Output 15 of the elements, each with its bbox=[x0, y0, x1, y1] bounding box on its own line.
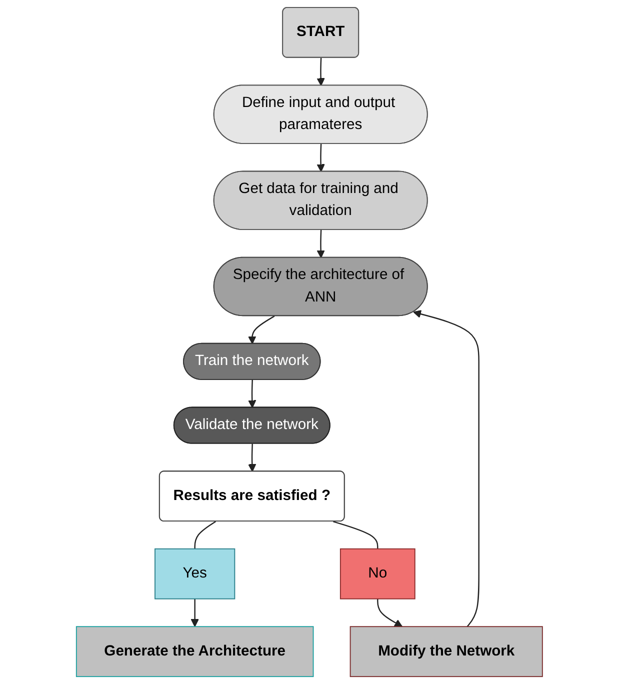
arrow bbox=[248, 444, 256, 472]
node-box: No bbox=[340, 548, 415, 600]
connector bbox=[332, 520, 378, 549]
arrow bbox=[248, 380, 256, 408]
arrow bbox=[190, 598, 198, 627]
node-box: Modify the Network bbox=[349, 626, 542, 678]
arrow bbox=[412, 310, 480, 627]
node-box: Yes bbox=[154, 548, 235, 600]
arrow bbox=[248, 316, 274, 344]
arrow bbox=[316, 144, 324, 172]
arrow bbox=[316, 230, 324, 258]
connector bbox=[194, 521, 216, 549]
arrow bbox=[316, 58, 324, 86]
arrow bbox=[376, 598, 402, 627]
node-box: Generate the Architecture bbox=[76, 626, 314, 678]
